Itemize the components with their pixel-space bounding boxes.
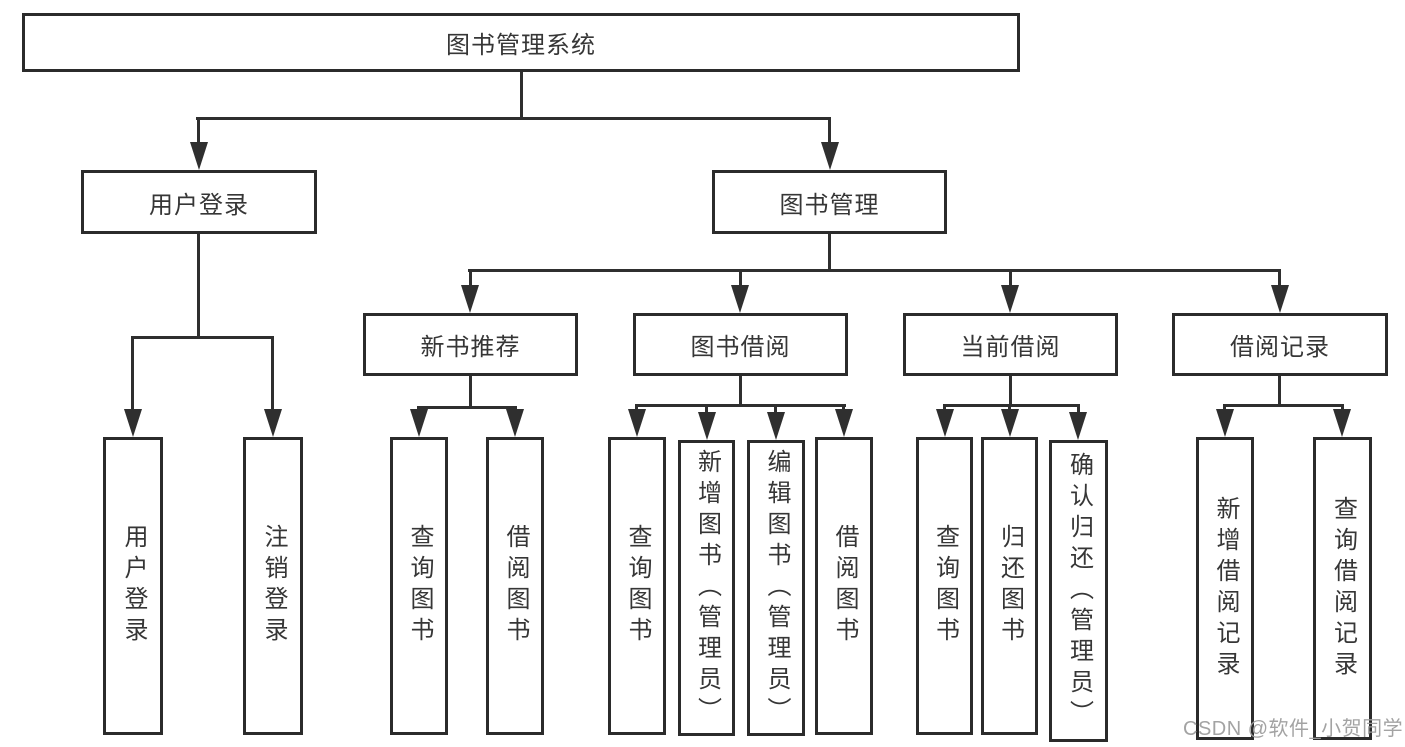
- node-bb-borrow-books-label: 借阅图书: [831, 524, 858, 648]
- node-book-borrowing-label: 图书借阅: [690, 334, 791, 361]
- node-current-borrowing: 当前借阅: [903, 313, 1118, 376]
- arrow-down-icon: [936, 409, 954, 437]
- arrow-down-icon: [1271, 285, 1289, 313]
- node-bb-add-books-label: 新增图书（管理员）: [693, 448, 721, 728]
- connector-book-management-rail: [468, 269, 1281, 272]
- node-root: 图书管理系统: [22, 13, 1020, 72]
- arrow-down-icon: [264, 409, 282, 437]
- connector-to-cb-confirm: [1077, 404, 1080, 414]
- node-nbr-borrow-books: 借阅图书: [486, 437, 544, 735]
- connector-cb-rail: [943, 404, 1080, 407]
- arrow-down-icon: [410, 409, 428, 437]
- connector-to-borrowing-records: [1278, 269, 1281, 287]
- connector-user-login-rail: [131, 336, 274, 339]
- arrow-down-icon: [1333, 409, 1351, 437]
- node-borrowing-records: 借阅记录: [1172, 313, 1388, 376]
- node-current-borrowing-label: 当前借阅: [960, 334, 1061, 361]
- node-cb-confirm-return-label: 确认归还（管理员）: [1065, 451, 1093, 731]
- node-new-book-recommend: 新书推荐: [363, 313, 578, 376]
- node-leaf-user-login-label: 用户登录: [120, 524, 147, 648]
- arrow-down-icon: [731, 285, 749, 313]
- node-cb-return-books: 归还图书: [981, 437, 1038, 735]
- connector-br-stem: [1278, 376, 1281, 407]
- arrow-down-icon: [767, 412, 785, 440]
- connector-root-rail: [196, 117, 831, 120]
- connector-to-book-management: [828, 117, 831, 144]
- node-nbr-query-books-label: 查询图书: [406, 524, 433, 648]
- connector-to-book-borrowing: [739, 269, 742, 287]
- node-bb-edit-books-label: 编辑图书（管理员）: [763, 448, 790, 728]
- arrow-down-icon: [190, 142, 208, 170]
- node-book-management: 图书管理: [712, 170, 947, 234]
- connector-to-user-login: [197, 117, 200, 144]
- connector-nbr-stem: [469, 376, 472, 409]
- arrow-down-icon: [1216, 409, 1234, 437]
- csdn-watermark: CSDN @软件_小贺同学: [1183, 718, 1404, 740]
- node-nbr-borrow-books-label: 借阅图书: [502, 524, 529, 648]
- arrow-down-icon: [628, 409, 646, 437]
- connector-to-new-book-recommend: [469, 269, 472, 287]
- connector-br-rail: [1223, 404, 1344, 407]
- node-br-query-record: 查询借阅记录: [1313, 437, 1372, 740]
- arrow-down-icon: [835, 409, 853, 437]
- node-user-login-label: 用户登录: [149, 191, 249, 219]
- node-br-add-record-label: 新增借阅记录: [1212, 495, 1239, 682]
- arrow-down-icon: [1069, 412, 1087, 440]
- node-leaf-user-login: 用户登录: [103, 437, 163, 735]
- node-bb-query-books: 查询图书: [608, 437, 666, 735]
- connector-to-leaf-logout: [271, 336, 274, 412]
- connector-root-stem: [520, 72, 523, 117]
- node-user-login: 用户登录: [81, 170, 317, 234]
- node-cb-return-books-label: 归还图书: [996, 524, 1024, 648]
- connector-to-bb-add: [705, 404, 708, 414]
- node-root-label: 图书管理系统: [446, 32, 596, 59]
- connector-book-management-stem: [828, 234, 831, 272]
- node-bb-edit-books: 编辑图书（管理员）: [747, 440, 805, 736]
- connector-bb-stem: [739, 376, 742, 407]
- connector-to-bb-edit: [774, 404, 777, 414]
- node-br-add-record: 新增借阅记录: [1196, 437, 1254, 740]
- arrow-down-icon: [461, 285, 479, 313]
- arrow-down-icon: [821, 142, 839, 170]
- node-leaf-logout-label: 注销登录: [260, 524, 287, 648]
- node-cb-query-books: 查询图书: [916, 437, 973, 735]
- arrow-down-icon: [124, 409, 142, 437]
- node-book-management-label: 图书管理: [779, 191, 880, 219]
- arrow-down-icon: [1001, 409, 1019, 437]
- connector-to-leaf-user-login: [131, 336, 134, 412]
- node-bb-query-books-label: 查询图书: [624, 524, 651, 648]
- node-br-query-record-label: 查询借阅记录: [1329, 495, 1357, 682]
- connector-cb-stem: [1009, 376, 1012, 407]
- node-leaf-logout: 注销登录: [243, 437, 303, 735]
- node-bb-borrow-books: 借阅图书: [815, 437, 873, 735]
- node-book-borrowing: 图书借阅: [633, 313, 848, 376]
- node-new-book-recommend-label: 新书推荐: [420, 334, 521, 361]
- connector-to-current-borrowing: [1009, 269, 1012, 287]
- node-cb-query-books-label: 查询图书: [931, 524, 959, 648]
- connector-user-login-stem: [197, 234, 200, 338]
- node-bb-add-books: 新增图书（管理员）: [678, 440, 735, 736]
- node-cb-confirm-return: 确认归还（管理员）: [1049, 440, 1108, 742]
- node-borrowing-records-label: 借阅记录: [1230, 334, 1330, 361]
- arrow-down-icon: [506, 409, 524, 437]
- arrow-down-icon: [698, 412, 716, 440]
- connector-nbr-rail: [417, 406, 517, 409]
- connector-bb-rail: [635, 404, 846, 407]
- node-nbr-query-books: 查询图书: [390, 437, 448, 735]
- arrow-down-icon: [1001, 285, 1019, 313]
